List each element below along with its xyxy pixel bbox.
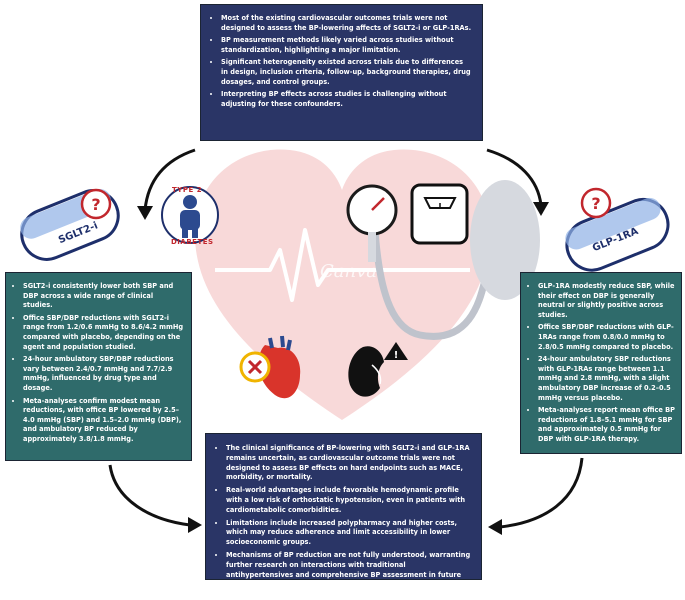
clinical-significance-box: The clinical significance of BP-lowering… [205, 433, 482, 588]
glp1ra-effects-box: GLP-1RA modestly reduce SBP, while their… [520, 272, 682, 454]
list-item: 24-hour ambulatory SBP/DBP reductions va… [23, 355, 185, 393]
type2-label: TYPE 2 [172, 186, 203, 194]
limitations-list: Most of the existing cardiovascular outc… [209, 14, 472, 109]
list-item: Office SBP/DBP reductions with GLP-1RAs … [538, 323, 676, 352]
list-item: Limitations include increased polypharma… [226, 519, 473, 548]
arrow-bottom-right-head [488, 519, 502, 535]
watermark-text: Canva [320, 261, 377, 282]
glp1ra-effects-list: GLP-1RA modestly reduce SBP, while their… [526, 282, 676, 445]
limitations-box: Most of the existing cardiovascular outc… [200, 4, 483, 141]
arrow-bottom-left [108, 464, 191, 527]
type2-diabetes-icon [161, 186, 219, 244]
svg-text:?: ? [591, 194, 600, 213]
list-item: BP measurement methods likely varied acr… [221, 36, 472, 55]
arrow-top-right [486, 148, 543, 206]
clinical-significance-list: The clinical significance of BP-lowering… [214, 444, 473, 590]
weight-scale-icon [410, 183, 469, 245]
arrow-bottom-left-head [188, 517, 202, 533]
list-item: Mechanisms of BP reduction are not fully… [226, 551, 473, 590]
arrow-top-right-head [533, 202, 549, 216]
svg-text:?: ? [91, 195, 100, 214]
list-item: SGLT2-i consistently lower both SBP and … [23, 282, 185, 311]
arrow-top-left [143, 148, 196, 211]
arrow-top-left-head [137, 206, 153, 220]
ecg-line [215, 228, 470, 302]
list-item: 24-hour ambulatory SBP reductions with G… [538, 355, 676, 403]
blood-pressure-monitor-icon [346, 180, 540, 340]
list-item: Significant heterogeneity existed across… [221, 58, 472, 87]
svg-text:!: ! [394, 350, 399, 361]
sglt2-effects-list: SGLT2-i consistently lower both SBP and … [11, 282, 185, 445]
list-item: Meta-analyses report mean office BP redu… [538, 406, 676, 444]
list-item: Most of the existing cardiovascular outc… [221, 14, 472, 33]
list-item: Meta-analyses confirm modest mean reduct… [23, 397, 185, 445]
pill-icon-left [20, 189, 120, 261]
sglt2-effects-box: SGLT2-i consistently lower both SBP and … [5, 272, 192, 461]
question-bubble-icon-right: ? [580, 187, 612, 219]
list-item: GLP-1RA modestly reduce SBP, while their… [538, 282, 676, 320]
list-item: The clinical significance of BP-lowering… [226, 444, 473, 483]
damaged-heart-icon [239, 335, 301, 399]
question-bubble-icon: ? [80, 188, 112, 220]
list-item: Real-world advantages include favorable … [226, 486, 473, 515]
list-item: Office SBP/DBP reductions with SGLT2-i r… [23, 314, 185, 352]
diabetes-label: DIABETES [171, 238, 214, 246]
arrow-bottom-right [499, 457, 584, 529]
list-item: Interpreting BP effects across studies i… [221, 90, 472, 109]
kidney-warning-icon: ! [348, 342, 408, 397]
